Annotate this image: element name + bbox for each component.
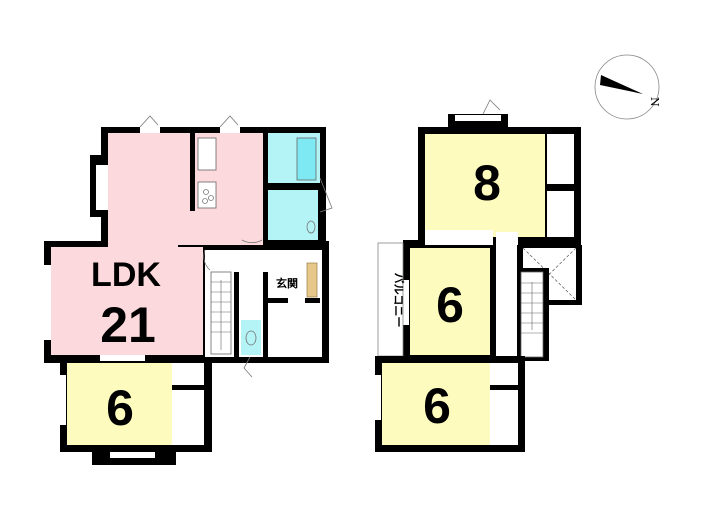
kitchen-dining-area (108, 133, 263, 245)
window-mid-room (403, 280, 409, 325)
compass-needle-icon (600, 75, 643, 94)
closet-upper (425, 230, 493, 245)
window-swing-icon (139, 115, 159, 128)
door-swing-icon (241, 239, 263, 244)
ldk-size: 21 (100, 297, 156, 353)
closet (490, 363, 518, 445)
compass-north-label: N (648, 97, 661, 107)
room6-bottom-size: 6 (423, 378, 451, 434)
window-top-2 (220, 127, 240, 133)
room6-mid-size: 6 (436, 277, 464, 333)
balcony (377, 242, 404, 357)
door-swing-icon (243, 356, 253, 378)
bathtub-icon (296, 137, 317, 181)
closet (547, 191, 574, 237)
bedroom-6-mid (410, 248, 490, 355)
balcony-label: バルコニー (392, 273, 405, 328)
washroom (268, 190, 318, 240)
closet (547, 134, 574, 184)
door-swing-icon (319, 177, 333, 213)
bedroom-8 (425, 134, 545, 237)
ldk-label: LDK (91, 256, 161, 294)
window-room6-left (60, 375, 66, 425)
stove-icon (197, 181, 217, 209)
bedroom-6-bottom (382, 363, 490, 445)
window-swing-icon (219, 115, 239, 128)
kitchen-partition (190, 133, 195, 211)
shoe-cabinet (306, 262, 318, 298)
window-ldk-bottom (100, 355, 145, 361)
first-floor: LDK 21 玄関 6 (44, 115, 333, 465)
toilet-icon (245, 330, 257, 346)
entrance-label: 玄関 (276, 276, 298, 290)
room8-size: 8 (473, 155, 501, 211)
wall-stairs (234, 272, 239, 357)
toilet-room (241, 320, 261, 355)
entrance-hall (270, 303, 318, 355)
window-bottom-room (375, 375, 381, 420)
window-top-1 (140, 127, 160, 133)
window-left (96, 165, 108, 210)
ldk-room (51, 247, 203, 355)
window-room8-top (455, 115, 501, 121)
second-floor: 8 6 バルコニー 6 (375, 99, 582, 460)
room6-size: 6 (106, 380, 134, 436)
closet (172, 363, 204, 445)
washbasin-icon (306, 220, 316, 234)
bedroom-6-floor1 (67, 363, 172, 445)
compass: N (594, 54, 661, 120)
window-ldk-left (44, 265, 51, 340)
sink-icon (197, 137, 217, 171)
window-swing-icon (482, 99, 501, 115)
window-room6-bottom (110, 452, 155, 458)
